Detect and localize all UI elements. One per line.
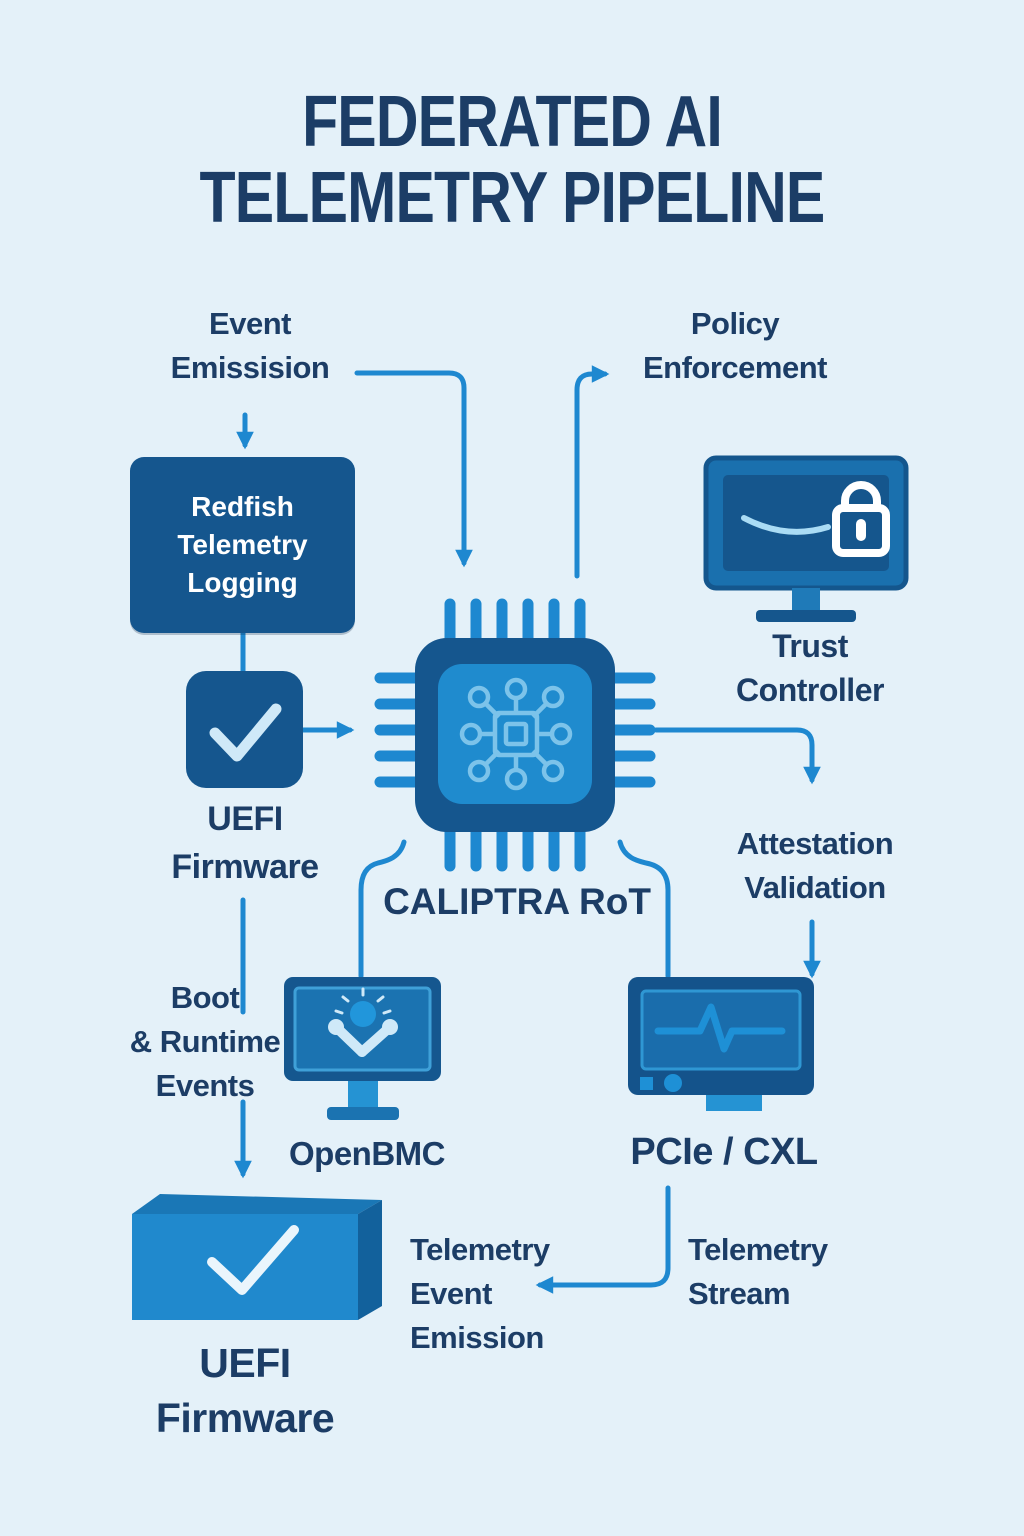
diagram-title: FEDERATED AI TELEMETRY PIPELINE [92, 84, 932, 237]
checkmark-icon [207, 1225, 299, 1295]
title-line-2: TELEMETRY PIPELINE [199, 158, 826, 239]
pcie-cxl-card-pulse-icon [628, 977, 814, 1111]
label-trust-controller: Trust Controller [736, 628, 884, 709]
title-line-1: FEDERATED AI [302, 82, 723, 162]
label-openbmc: OpenBMC [289, 1135, 446, 1172]
connector-chip-to-attestation-arrow [653, 727, 821, 785]
connector-chip-to-openbmc-line [358, 839, 407, 979]
connector-pcie-to-telemetry-event-arrow [535, 1185, 671, 1294]
pulse-icon [654, 1003, 786, 1053]
connector-chip-to-policy-arrow [574, 365, 610, 579]
label-policy-enforcement: Policy Enforcement [643, 306, 827, 386]
connector-chip-to-pcie-line [617, 839, 671, 979]
openbmc-monitor-icon [284, 977, 441, 1120]
label-event-emission: Event Emissision [170, 306, 330, 386]
label-telemetry-event-emission: Telemetry Event Emission [410, 1232, 550, 1356]
label-boot-runtime-events: Boot & Runtime Events [129, 980, 281, 1104]
checkmark-icon [209, 703, 282, 762]
label-pcie-cxl: PCIe / CXL [630, 1131, 818, 1173]
lock-icon [832, 481, 890, 557]
check-burst-icon [328, 987, 398, 1057]
label-uefi-firmware-mid: UEFI Firmware [171, 800, 319, 886]
uefi-firmware-check-box [186, 671, 303, 788]
redfish-telemetry-logging-box: Redfish Telemetry Logging [130, 457, 355, 633]
swoosh-icon [741, 515, 831, 535]
label-uefi-firmware-bottom: UEFI Firmware [155, 1340, 335, 1442]
connector-event-emission-to-chip-arrow [354, 370, 473, 568]
label-telemetry-stream: Telemetry Stream [688, 1232, 828, 1312]
label-caliptra-rot: CALIPTRA RoT [383, 881, 651, 922]
label-attestation-validation: Attestation Validation [736, 826, 894, 906]
trust-controller-monitor-lock-icon [703, 455, 909, 622]
uefi-firmware-3d-box-icon [132, 1194, 382, 1320]
circuit-node-icon [459, 677, 573, 791]
caliptra-chip-icon [374, 598, 656, 872]
